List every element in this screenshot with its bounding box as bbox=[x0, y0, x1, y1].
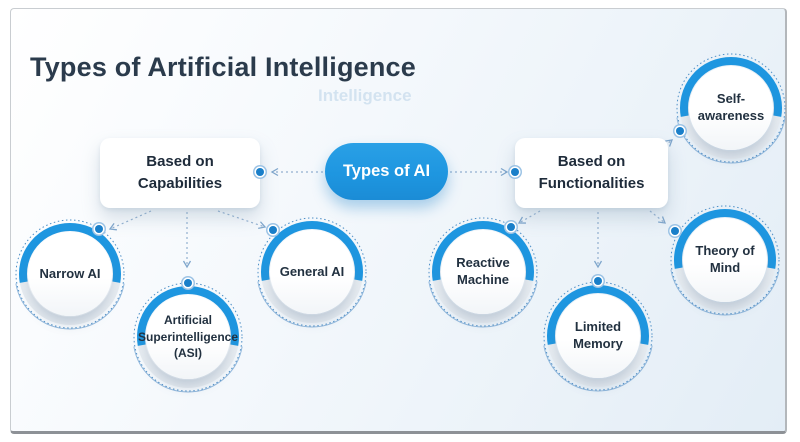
node-ring-graphic bbox=[428, 217, 538, 328]
node-limited-memory: Limited Memory bbox=[542, 280, 654, 392]
node-inner-circle bbox=[441, 230, 525, 314]
page-title: Types of Artificial Intelligence bbox=[30, 52, 416, 82]
node-theory-of-mind: Theory of Mind bbox=[669, 204, 781, 316]
center-node-types-of-ai: Types of AI bbox=[325, 143, 448, 200]
node-label-limited-memory: Limited Memory bbox=[573, 319, 623, 351]
node-inner-circle bbox=[556, 294, 640, 378]
node-label-theory-of-mind: Theory of Mind bbox=[695, 243, 755, 275]
node-ring-graphic bbox=[670, 205, 780, 316]
node-label-self-awareness: Self-awareness bbox=[697, 91, 765, 123]
node-ring-graphic bbox=[15, 219, 125, 330]
node-label-asi: Artificial Superintelligence (ASI) bbox=[137, 312, 239, 361]
branch-label-capabilities: Based on Capabilities bbox=[137, 153, 223, 192]
center-node-label: Types of AI bbox=[342, 162, 431, 180]
dot-limited-memory bbox=[594, 277, 602, 285]
node-label-reactive-machine: Reactive Machine bbox=[456, 255, 510, 287]
node-inner-circle bbox=[28, 232, 112, 316]
node-ring-graphic bbox=[133, 282, 243, 393]
dot-self-awareness bbox=[676, 127, 684, 135]
dot-theory-of-mind bbox=[671, 227, 679, 235]
dot-reactive-machine bbox=[507, 223, 515, 231]
node-self-awareness: Self-awareness bbox=[675, 52, 787, 164]
node-inner-circle bbox=[146, 295, 230, 379]
node-inner-circle bbox=[270, 230, 354, 314]
dot-asi bbox=[184, 279, 192, 287]
branch-label-functionalities: Based on Functionalities bbox=[538, 153, 645, 192]
dot-capabilities-edge bbox=[256, 168, 264, 176]
branch-box-functionalities: Based on Functionalities bbox=[515, 138, 668, 208]
node-inner-circle bbox=[689, 66, 773, 150]
node-ring-graphic bbox=[543, 281, 653, 392]
title-ghost-watermark: Intelligence bbox=[318, 86, 412, 105]
dot-functionalities-edge bbox=[511, 168, 519, 176]
node-label-general-ai: General AI bbox=[279, 263, 345, 279]
node-ring-graphic bbox=[676, 53, 786, 164]
node-general-ai: General AI bbox=[256, 216, 368, 328]
node-ring-graphic bbox=[257, 217, 367, 328]
node-reactive-machine: Reactive Machine bbox=[427, 216, 539, 328]
node-narrow-ai: Narrow AI bbox=[14, 218, 126, 330]
branch-box-capabilities: Based on Capabilities bbox=[100, 138, 260, 208]
dot-narrow-ai bbox=[95, 225, 103, 233]
node-label-narrow-ai: Narrow AI bbox=[39, 265, 101, 281]
node-inner-circle bbox=[683, 218, 767, 302]
node-artificial-superintelligence: Artificial Superintelligence (ASI) bbox=[132, 281, 244, 393]
dot-general-ai bbox=[269, 226, 277, 234]
